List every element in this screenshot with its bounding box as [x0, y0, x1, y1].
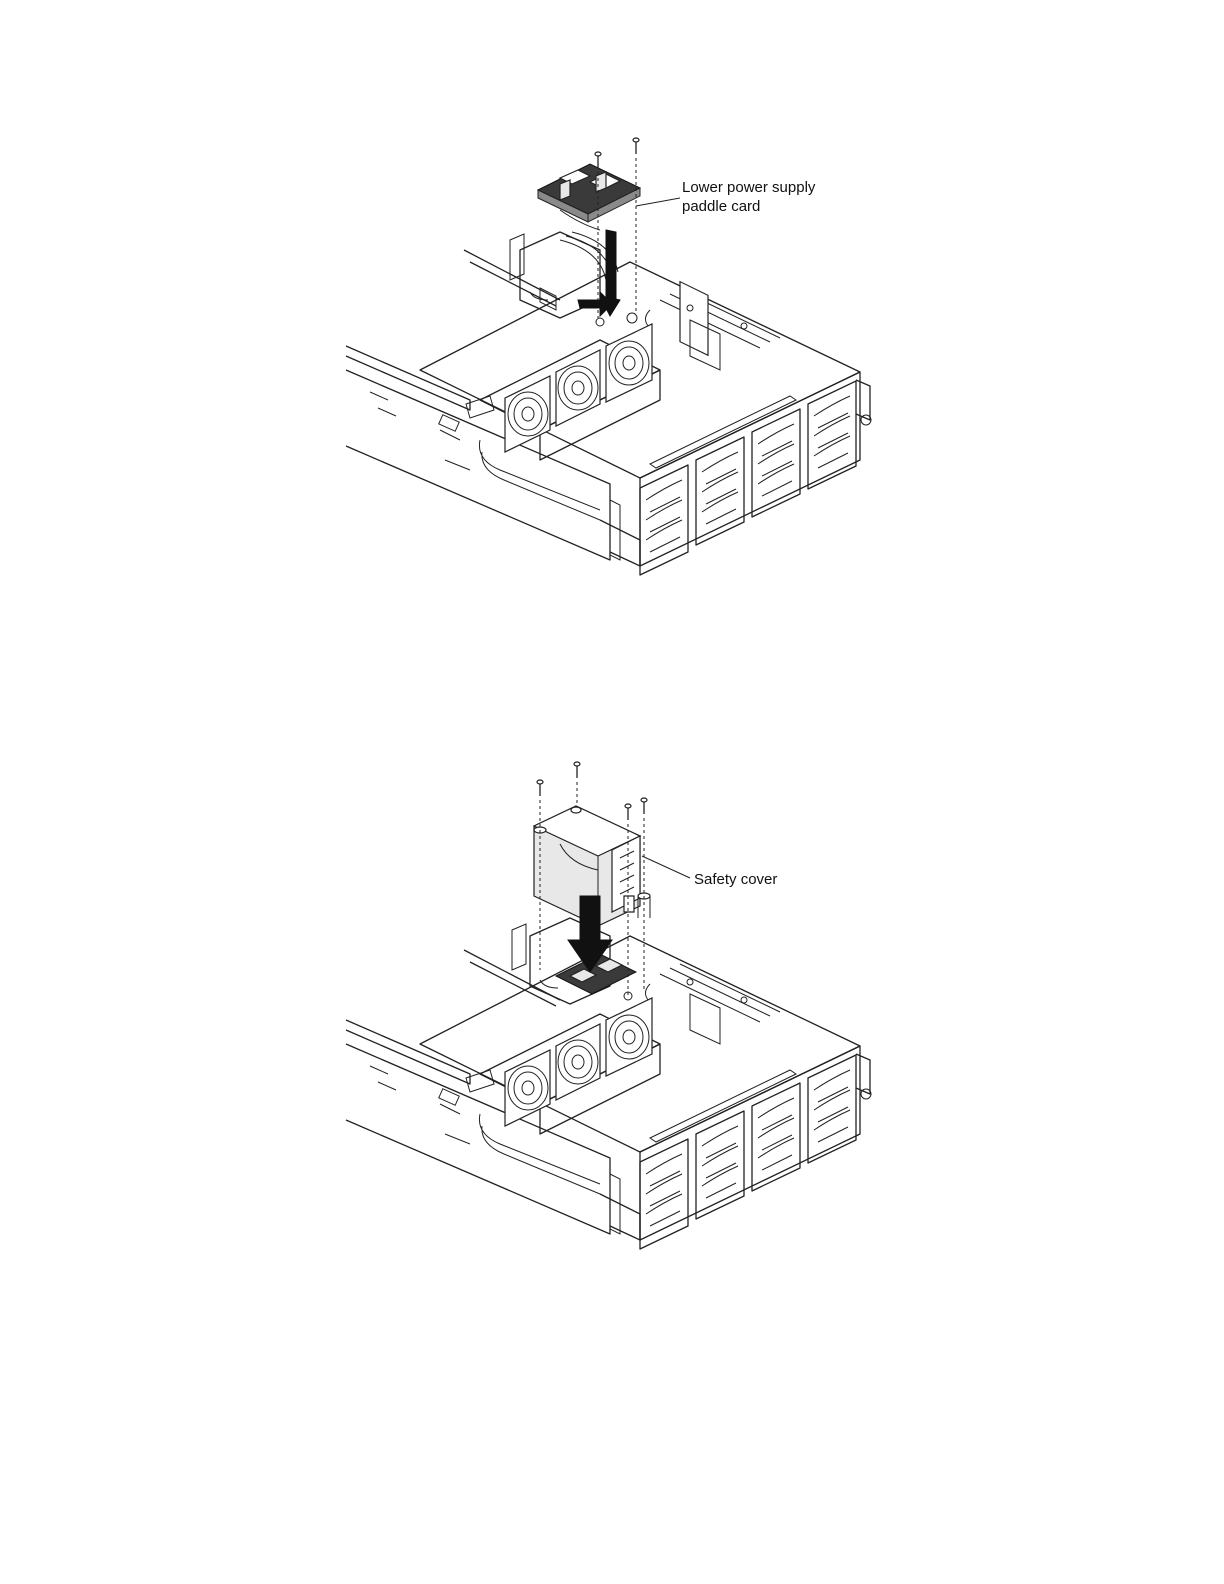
callout-line-1: Safety cover	[694, 870, 777, 889]
fan-2	[556, 350, 600, 426]
figure-safety-cover-install: Safety cover	[0, 740, 1224, 1300]
fan-1	[505, 376, 550, 452]
screw-2	[574, 762, 580, 804]
callout-line-2: paddle card	[682, 197, 815, 216]
paddle-card	[538, 164, 640, 230]
callout-leader-line	[642, 856, 690, 878]
callout-leader-line	[636, 198, 680, 206]
drive-bay-group-1	[640, 1139, 688, 1249]
drive-bays	[610, 1054, 871, 1249]
fan-2	[556, 1024, 600, 1100]
server-illustration-2	[0, 740, 1224, 1300]
fan-3	[606, 998, 652, 1076]
callout-lower-power-supply-paddle-card: Lower power supply paddle card	[682, 178, 815, 216]
fan-1	[505, 1050, 550, 1126]
drive-bays	[610, 380, 871, 575]
power-supply-cage	[512, 918, 636, 1004]
fan-3	[606, 324, 652, 402]
server-illustration-1	[0, 0, 1224, 640]
screw-2	[633, 138, 639, 314]
callout-line-1: Lower power supply	[682, 178, 815, 197]
drive-bay-group-1	[640, 465, 688, 575]
drive-bay-group-2	[696, 1111, 744, 1219]
figure-paddle-card-install: Lower power supply paddle card	[0, 0, 1224, 640]
callout-safety-cover: Safety cover	[694, 870, 777, 889]
power-supply-cage	[510, 232, 637, 326]
drive-bay-group-2	[696, 437, 744, 545]
